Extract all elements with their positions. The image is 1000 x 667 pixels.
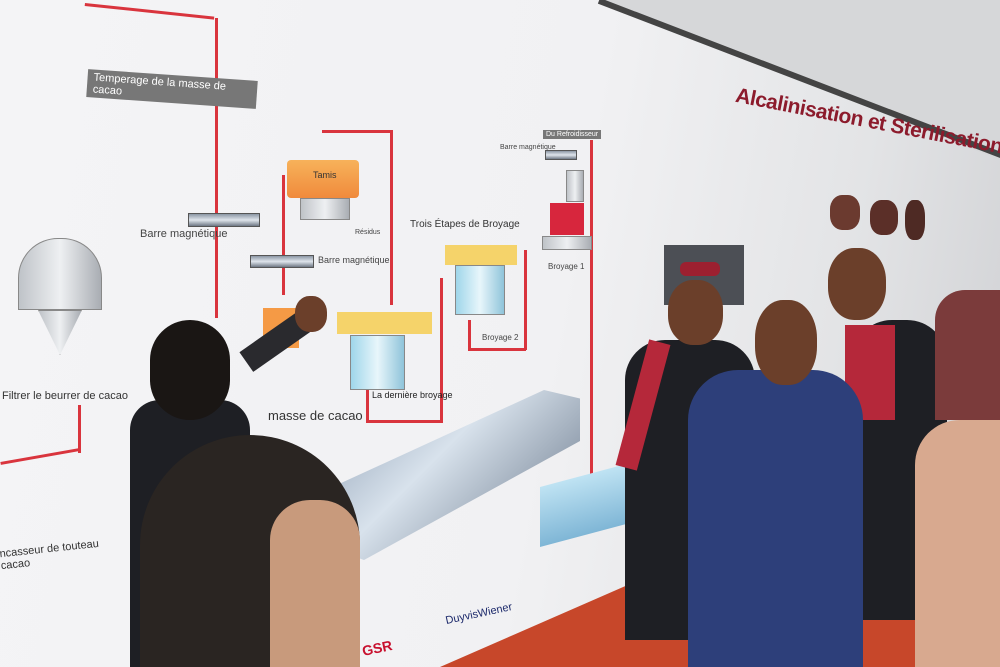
hopper	[337, 312, 432, 334]
residues-label: Résidus	[355, 229, 381, 236]
flow-line	[366, 380, 369, 422]
foreground-face	[270, 500, 360, 667]
grinder-1-hopper	[566, 170, 584, 202]
magnetic-bar-label: Barre magnétique	[140, 228, 228, 240]
final-grinder	[350, 335, 405, 390]
filter-tank	[18, 238, 102, 310]
man-blue-suit-head	[755, 300, 817, 385]
cocoa-mass-label: masse de cacao	[268, 408, 363, 423]
flow-line	[590, 140, 593, 480]
sieve-base	[300, 198, 350, 220]
dignitary-head	[828, 248, 886, 320]
magnetic-bar	[545, 150, 577, 160]
cocoa-nibs-image	[830, 195, 860, 230]
flow-line	[468, 320, 471, 350]
grinder-1	[550, 203, 584, 235]
grinding-1-label: Broyage 1	[548, 262, 585, 271]
flow-line	[215, 18, 218, 318]
man-blue-suit	[688, 370, 863, 667]
cooler-label: Du Refroidisseur	[543, 130, 602, 139]
woman-person	[935, 290, 1000, 420]
flow-line	[78, 405, 81, 453]
sieve-label: Tamis	[313, 170, 337, 180]
magnetic-bar	[188, 213, 260, 227]
flow-line	[440, 278, 443, 423]
magnetic-bar	[250, 255, 314, 268]
hopper	[445, 245, 517, 265]
cocoa-nibs-image	[870, 200, 898, 235]
three-stages-label: Trois Étapes de Broyage	[410, 219, 520, 230]
grinder-1-base	[542, 236, 592, 250]
beret	[680, 262, 720, 276]
last-grinding-label: La dernière broyage	[372, 390, 453, 400]
flow-line	[366, 420, 441, 423]
flow-line	[322, 130, 392, 133]
foreground-face-right	[915, 420, 1000, 667]
magnetic-bar-label: Barre magnétique	[500, 144, 556, 151]
magnetic-bar-label: Barre magnétique	[318, 255, 390, 265]
flow-line	[524, 250, 527, 350]
flow-line	[282, 175, 285, 295]
cocoa-nibs-image	[905, 200, 925, 240]
guide-hand	[295, 296, 327, 332]
filter-butter-label: Filtrer le beurrer de cacao	[2, 390, 128, 402]
dignitary-head	[668, 280, 723, 345]
grinding-2-label: Broyage 2	[482, 333, 519, 342]
sieve-machine	[287, 160, 359, 198]
flow-line	[390, 130, 393, 305]
guide-head	[150, 320, 230, 420]
grinder-2	[455, 265, 505, 315]
flow-line	[468, 348, 526, 351]
